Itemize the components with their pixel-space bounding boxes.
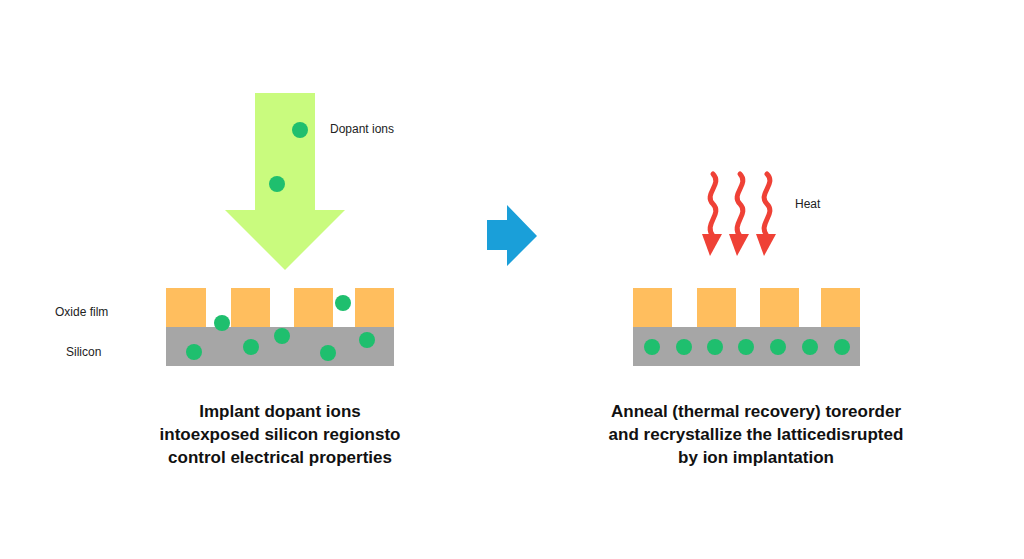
dopant-ion: [359, 332, 375, 348]
step-caption: Implant dopant ions intoexposed silicon …: [154, 400, 406, 469]
oxide-block: [821, 288, 860, 327]
dopant-ion: [676, 339, 692, 355]
oxide-block: [231, 288, 270, 327]
oxide-block: [166, 288, 206, 327]
silicon-layer: [166, 327, 394, 366]
heat-arrowhead: [729, 234, 749, 256]
dopant-ion: [738, 339, 754, 355]
part-label: Oxide film: [55, 304, 108, 320]
dopant-ion: [320, 345, 336, 361]
ion-beam-arrow: [225, 93, 345, 270]
heat-wave: [737, 174, 743, 236]
dopant-ion: [834, 339, 850, 355]
part-label: Dopant ions: [330, 121, 394, 137]
oxide-block: [355, 288, 394, 327]
oxide-block: [697, 288, 736, 327]
dopant-ion: [186, 344, 202, 360]
part-label: Silicon: [66, 344, 101, 360]
step-arrow: [487, 205, 537, 266]
dopant-ion: [707, 339, 723, 355]
dopant-ion: [802, 339, 818, 355]
oxide-block: [633, 288, 672, 327]
heat-arrowhead: [702, 234, 722, 256]
heat-arrowhead: [756, 234, 776, 256]
heat-wave: [710, 174, 716, 236]
heat-waves: [710, 174, 770, 236]
silicon-layer: [633, 327, 860, 366]
dopant-ion: [274, 328, 290, 344]
dopant-ion: [214, 315, 230, 331]
oxide-block: [760, 288, 799, 327]
heat-wave: [764, 174, 770, 236]
step-caption: Anneal (thermal recovery) toreorder and …: [605, 400, 907, 469]
dopant-ion: [335, 295, 351, 311]
dopant-ion: [269, 176, 285, 192]
oxide-block: [294, 288, 333, 327]
dopant-ion: [292, 122, 308, 138]
dopant-ion: [243, 339, 259, 355]
dopant-ion: [770, 339, 786, 355]
dopant-ion: [644, 339, 660, 355]
part-label: Heat: [795, 196, 820, 212]
